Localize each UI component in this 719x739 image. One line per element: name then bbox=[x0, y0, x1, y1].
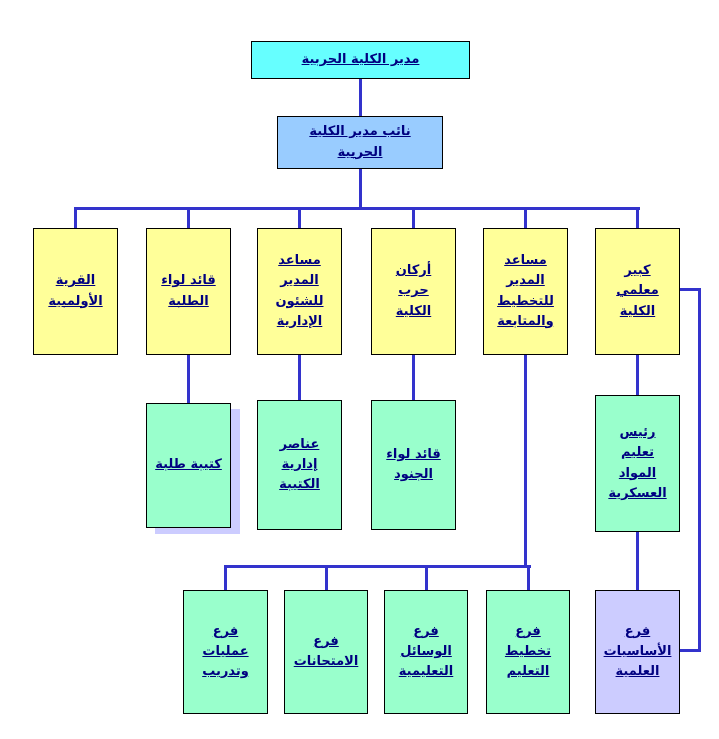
connector-staff-soldiers bbox=[412, 355, 415, 400]
node-chief-instructor: كبير معلمي الكلية bbox=[595, 228, 680, 355]
connector-bus1-olympic bbox=[74, 207, 77, 228]
node-cadet-battalion: كتيبة طلبة bbox=[146, 403, 231, 528]
node-admin-affairs-assistant: مساعد المدير للشئون الإدارية bbox=[257, 228, 342, 355]
node-cadet-brigade-commander-label: قائد لواء الطلبة bbox=[161, 273, 216, 309]
connector-bus1-admin bbox=[298, 207, 301, 228]
node-scientific-basics-branch: فرع الأساسيات العلمية bbox=[595, 590, 680, 714]
node-admin-affairs-assistant-label: مساعد المدير للشئون الإدارية bbox=[275, 253, 324, 329]
node-olympic-village: القرية الأولمبية bbox=[33, 228, 118, 355]
connector-admin-elements bbox=[298, 355, 301, 400]
connector-bus2-ops bbox=[224, 565, 227, 590]
node-admin-elements: عناصر إدارية الكتيبة bbox=[257, 400, 342, 530]
connector-right-basics-stub bbox=[680, 649, 701, 652]
node-education-planning-branch-label: فرع تخطيط التعليم bbox=[504, 623, 552, 680]
node-scientific-basics-branch-label: فرع الأساسيات العلمية bbox=[603, 623, 672, 680]
connector-head-basics bbox=[636, 532, 639, 590]
connector-bus1-planning bbox=[524, 207, 527, 228]
connector-bus2-aids bbox=[425, 565, 428, 590]
node-exams-branch-label: فرع الامتحانات bbox=[293, 633, 359, 669]
connector-bus2 bbox=[224, 565, 531, 568]
node-soldiers-brigade-commander: قائد لواء الجنود bbox=[371, 400, 456, 530]
node-teaching-aids-branch-label: فرع الوسائل التعليمية bbox=[398, 623, 454, 680]
connector-bus1-cadet bbox=[187, 207, 190, 228]
connector-right-side-vertical bbox=[698, 288, 701, 652]
node-ops-training-branch-label: فرع عمليات وتدريب bbox=[202, 623, 249, 680]
node-ops-training-branch: فرع عمليات وتدريب bbox=[183, 590, 268, 714]
connector-bus1-instructor bbox=[636, 207, 639, 228]
node-chief-instructor-label: كبير معلمي الكلية bbox=[616, 263, 659, 319]
connector-bus2-exams bbox=[325, 565, 328, 590]
connector-bus2-edu-planning bbox=[527, 565, 530, 590]
connector-bus1 bbox=[74, 207, 640, 210]
node-deputy-director-label: نائب مدير الكلية الحربية bbox=[309, 124, 411, 160]
node-planning-assistant-label: مساعد المدير للتخطيط والمتابعة bbox=[497, 253, 554, 329]
node-teaching-aids-branch: فرع الوسائل التعليمية bbox=[384, 590, 468, 714]
connector-instructor-head bbox=[636, 355, 639, 395]
node-exams-branch: فرع الامتحانات bbox=[284, 590, 368, 714]
node-chief-of-staff: أركان حرب الكلية bbox=[371, 228, 456, 355]
node-education-planning-branch: فرع تخطيط التعليم bbox=[486, 590, 570, 714]
node-military-subjects-head-label: رئيس تعليم المواد العسكرية bbox=[608, 425, 667, 501]
node-director-label: مدير الكلية الحربية bbox=[301, 51, 420, 67]
connector-planning-bus2 bbox=[524, 355, 527, 568]
node-military-subjects-head: رئيس تعليم المواد العسكرية bbox=[595, 395, 680, 532]
node-cadet-battalion-label: كتيبة طلبة bbox=[155, 457, 222, 473]
node-olympic-village-label: القرية الأولمبية bbox=[48, 273, 103, 309]
node-planning-assistant: مساعد المدير للتخطيط والمتابعة bbox=[483, 228, 568, 355]
connector-director-deputy bbox=[359, 79, 362, 116]
node-admin-elements-label: عناصر إدارية الكتيبة bbox=[279, 436, 320, 493]
node-deputy-director: نائب مدير الكلية الحربية bbox=[277, 116, 443, 169]
connector-cadet-battalion bbox=[187, 355, 190, 403]
node-director: مدير الكلية الحربية bbox=[251, 41, 470, 79]
connector-bus1-staff bbox=[412, 207, 415, 228]
node-chief-of-staff-label: أركان حرب الكلية bbox=[395, 263, 432, 319]
connector-deputy-bus1 bbox=[359, 169, 362, 210]
node-soldiers-brigade-commander-label: قائد لواء الجنود bbox=[386, 446, 441, 482]
node-cadet-brigade-commander: قائد لواء الطلبة bbox=[146, 228, 231, 355]
connector-instructor-right-stub bbox=[680, 288, 701, 291]
